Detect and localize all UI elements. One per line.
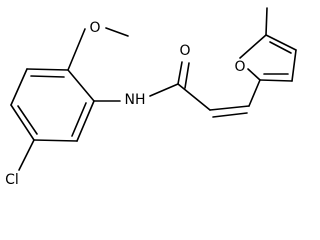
bond-ring-6 <box>26 68 69 71</box>
bond-ring-inner-1 <box>30 75 65 78</box>
atom-label-methoxy-oxygen: O <box>89 20 100 36</box>
bond-furan-c4-c3 <box>291 49 297 82</box>
bond-carbonyl-alkene <box>177 83 211 111</box>
chemical-structure-diagram: O O O NH Cl <box>5 7 297 187</box>
atom-label-chlorine: Cl <box>5 172 19 187</box>
bond-alkene-2 <box>212 112 248 118</box>
bond-ring-2 <box>76 100 95 142</box>
atom-label-furan-oxygen: O <box>234 59 245 75</box>
atom-label-amide-nitrogen: NH <box>125 92 146 108</box>
bond-ring-5 <box>10 68 28 106</box>
bond-furan-inner-1 <box>269 41 292 54</box>
bond-carbonyl-o-1 <box>177 61 183 85</box>
atom-label-carbonyl-oxygen: O <box>179 43 190 59</box>
bond-ring-1 <box>67 69 95 102</box>
bond-alkene-furan <box>248 79 261 107</box>
bond-ring-inner-3 <box>71 102 87 137</box>
bond-furan-c5-c4 <box>265 34 297 51</box>
bond-furan-c3-c2 <box>259 79 293 82</box>
bond-furan-o-c5 <box>239 34 267 59</box>
label-layer: O O O NH Cl <box>5 20 245 187</box>
bond-ring-4 <box>10 104 35 141</box>
bond-layer <box>10 7 297 171</box>
bond-nh-carbonyl <box>149 83 179 97</box>
bond-furan-c2-o <box>247 68 261 81</box>
bond-furan-methyl <box>265 7 268 36</box>
bond-methoxy-o-ring <box>67 28 86 71</box>
bond-ring-3 <box>33 139 78 142</box>
bond-alkene-1 <box>209 105 250 111</box>
bond-ring-cl <box>18 139 35 171</box>
bond-ring-inner-2 <box>17 105 38 135</box>
bond-carbonyl-o-2 <box>184 62 190 89</box>
bond-methyl-methoxy-o <box>105 27 129 37</box>
